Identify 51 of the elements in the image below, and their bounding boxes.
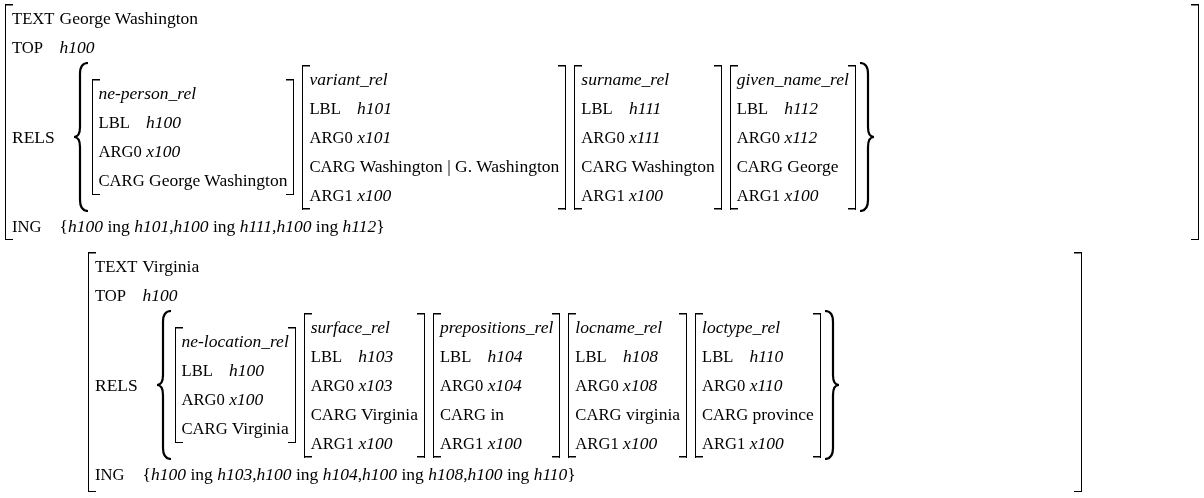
feature-value-pair: ARG1 x100 [736, 183, 820, 207]
feature-value-pair: CARG George Washington [98, 169, 288, 192]
feature-value-pair: ARG1 x100 [439, 431, 523, 455]
feature-value-pair: ARG0 x108 [575, 373, 659, 397]
feature-value-pair: ARG0 x110 [702, 373, 784, 397]
relation-name: loctype_rel [702, 315, 782, 339]
relation-name: prepositions_rel [439, 315, 554, 339]
feature-value-pair: LBL h103 [310, 344, 395, 368]
relation-name: surname_rel [581, 67, 671, 91]
feature-value-pair: ARG0 x103 [310, 373, 394, 397]
feature-value-pair: CARG province [702, 402, 814, 426]
relation-name: given_name_rel [736, 67, 849, 91]
feature-value-pair: ING {h100 ing h101,h100 ing h111,h100 ing h112} [12, 215, 386, 238]
feature-value-pair: LBL h111 [581, 96, 663, 120]
relation-name: ne-person_rel [98, 82, 198, 105]
feature-value-pair: ARG0 x101 [309, 125, 393, 149]
feature-value-pair: CARG Washington | G. Washington [309, 154, 560, 178]
feature-value-pair: LBL h110 [702, 344, 785, 368]
feature-value-pair: LBL h100 [181, 359, 266, 382]
feature-value-pair: ARG1 x100 [309, 183, 393, 207]
feature-value-pair: CARG George [736, 154, 840, 178]
feature-value-pair: CARG virginia [575, 402, 680, 426]
feature-name: RELS [95, 374, 139, 396]
feature-value-pair: LBL h100 [98, 111, 183, 134]
feature-value-pair: TOP h100 [95, 284, 179, 307]
relation-name: variant_rel [309, 67, 389, 91]
feature-value-pair: ARG0 x100 [181, 388, 265, 411]
feature-value-pair: ARG0 x104 [439, 373, 523, 397]
feature-value-pair: CARG Virginia [181, 417, 289, 440]
feature-value-pair: CARG Virginia [310, 402, 418, 426]
feature-value-pair: ARG0 x111 [581, 125, 662, 149]
feature-name: RELS [12, 126, 56, 148]
feature-value-pair: ARG0 x100 [98, 140, 182, 163]
feature-value-pair: LBL h112 [736, 96, 820, 120]
feature-value-pair: LBL h104 [439, 344, 524, 368]
feature-value-pair: LBL h101 [309, 96, 394, 120]
feature-value-pair: ARG1 x100 [702, 431, 785, 455]
feature-value-pair: LBL h108 [575, 344, 659, 368]
feature-value-pair: ARG1 x100 [575, 431, 659, 455]
relation-name: locname_rel [575, 315, 664, 339]
feature-value-pair: CARG in [439, 402, 506, 426]
feature-value-pair: CARG Washington [581, 154, 715, 178]
feature-value-pair: ARG0 x112 [736, 125, 819, 149]
feature-value-pair: TEXT George Washington [12, 7, 199, 30]
feature-value-pair: ARG1 x100 [581, 183, 665, 207]
relation-name: surface_rel [310, 315, 391, 339]
feature-value-pair: TEXT Virginia [95, 255, 201, 278]
feature-value-pair: ING {h100 ing h103,h100 ing h104,h100 ing h108,h100 ing h110} [95, 463, 577, 486]
feature-value-pair: TOP h100 [12, 36, 96, 59]
feature-value-pair: ARG1 x100 [310, 431, 394, 455]
relation-name: ne-location_rel [181, 330, 289, 353]
